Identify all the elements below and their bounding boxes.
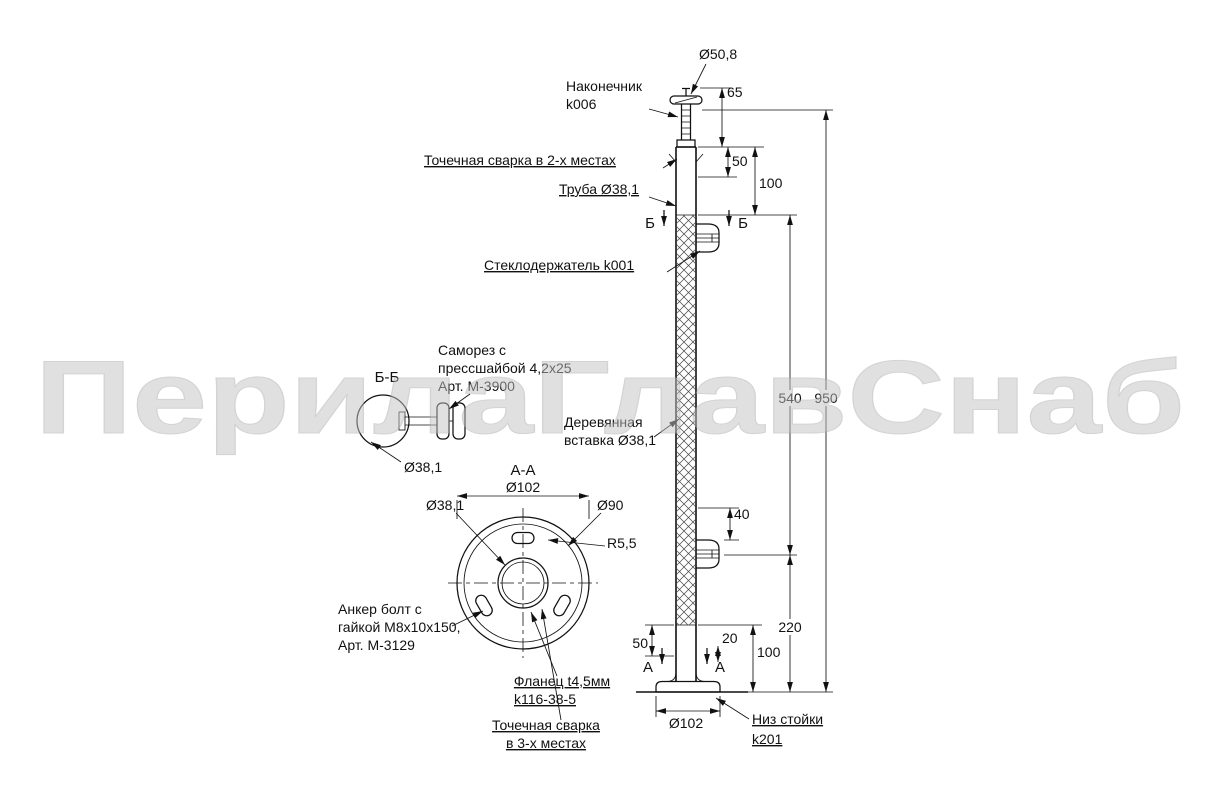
section-aa: А-А Ø102 Ø38,1 Ø90 R5,5 Анкер болт с г — [338, 462, 637, 751]
label-tip-2: k006 — [566, 96, 597, 112]
dim-top-offset: 100 — [759, 175, 783, 191]
label-wood-2: вставка Ø38,1 — [564, 432, 656, 448]
extension-lines — [645, 87, 833, 717]
dim-holder-offset: 40 — [734, 506, 750, 522]
label-glass-holder: Стеклодержатель k001 — [484, 257, 634, 273]
dim-bottom-offset: 100 — [757, 644, 781, 660]
section-aa-leaders — [451, 512, 606, 721]
post-flange — [636, 671, 748, 693]
wood-insert-section — [356, 394, 410, 448]
dim-tip-diameter: Ø50,8 — [699, 46, 737, 62]
label-spot-weld-2: Точечная сварка в 2-х местах — [424, 152, 616, 168]
screw-top-view — [398, 411, 437, 431]
dim-weld-offset: 50 — [732, 153, 748, 169]
label-tip-1: Наконечник — [566, 78, 643, 94]
dim-flange-diameter: Ø102 — [669, 715, 703, 731]
marker-a-left: А — [643, 659, 653, 676]
dim-bottom-span: 220 — [778, 619, 802, 635]
label-flange-1: Фланец t4,5мм — [514, 673, 610, 689]
watermark: ПерилаГлавСнаб — [35, 340, 1185, 456]
label-spot-weld-3-1: Точечная сварка — [492, 717, 600, 733]
section-aa-title: А-А — [510, 462, 535, 479]
dim-insert-length: 540 — [778, 390, 802, 406]
label-flange-2: k116-38-5 — [514, 691, 576, 707]
glass-holder-lower — [695, 539, 720, 569]
section-marker-a: А А — [643, 648, 725, 676]
glass-holder-upper — [695, 223, 720, 253]
section-bb: Б-Б Саморез с прессшайбой 4,2х25 Арт. М-… — [356, 342, 572, 475]
slot-lower-left — [475, 594, 493, 617]
dim-insert-end: 50 — [632, 635, 648, 651]
marker-b-left: Б — [645, 215, 655, 232]
label-post-bottom-2: k201 — [752, 731, 783, 747]
dimension-lines — [649, 88, 845, 714]
label-anchor-1: Анкер болт с — [338, 601, 422, 617]
section-bb-title: Б-Б — [375, 369, 400, 386]
glass-holder-top-view — [436, 402, 466, 440]
label-screw-3: Арт. М-3900 — [438, 378, 515, 394]
label-anchor-3: Арт. М-3129 — [338, 637, 415, 653]
label-tube: Труба Ø38,1 — [559, 181, 639, 197]
dim-flange-offset: 20 — [722, 630, 738, 646]
dim-tip-height: 65 — [727, 84, 743, 100]
label-spot-weld-3-2: в 3-х местах — [506, 735, 586, 751]
label-screw-2: прессшайбой 4,2х25 — [438, 360, 572, 376]
dim-aa-tube-diameter: Ø38,1 — [426, 497, 464, 513]
label-screw-1: Саморез с — [438, 342, 506, 358]
label-wood-1: Деревянная — [564, 414, 643, 430]
post-tube — [668, 146, 704, 682]
post-tip — [669, 87, 703, 148]
marker-b-right: Б — [738, 215, 748, 232]
dim-total-height: 950 — [814, 390, 838, 406]
marker-a-right: А — [715, 659, 725, 676]
section-marker-b: Б Б — [645, 210, 748, 232]
leader-lines — [648, 63, 750, 720]
label-post-bottom-1: Низ стойки — [752, 711, 823, 727]
wood-insert-hatch — [677, 215, 695, 625]
dim-insert-diameter: Ø38,1 — [404, 459, 442, 475]
dim-aa-flange-diameter: Ø102 — [506, 479, 540, 495]
slot-lower-right — [553, 594, 571, 617]
label-anchor-2: гайкой М8х10х150, — [338, 619, 460, 635]
flange-top-view — [448, 508, 598, 658]
dim-aa-bolt-circle: Ø90 — [597, 497, 624, 513]
front-view: Б Б А А — [424, 46, 845, 747]
dim-aa-slot-radius: R5,5 — [607, 535, 637, 551]
